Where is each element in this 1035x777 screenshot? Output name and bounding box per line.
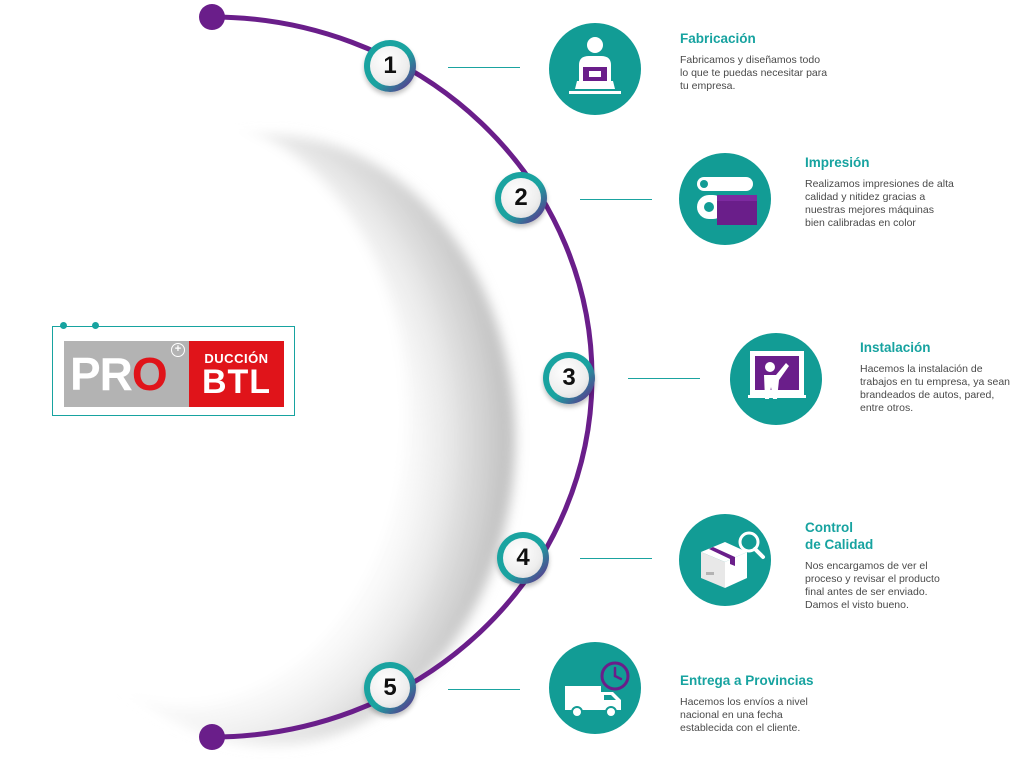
delivery-truck-icon xyxy=(549,642,641,734)
connector-line xyxy=(448,67,520,68)
step-description: Realizamos impresiones de alta calidad y… xyxy=(805,178,954,229)
step-number-1: 1 xyxy=(364,40,416,92)
box-inspection-icon xyxy=(679,514,771,606)
step-title: Control de Calidad xyxy=(805,520,874,552)
step-description: Fabricamos y diseñamos todo lo que te pu… xyxy=(680,54,828,92)
step-title: Fabricación xyxy=(680,31,756,46)
logo-pro-text: PRO xyxy=(64,341,189,407)
step-number-3: 3 xyxy=(543,352,595,404)
brand-logo: PRO + DUCCIÓN BTL xyxy=(52,322,295,416)
timeline-start-dot xyxy=(199,4,225,30)
step-info-4: Control de Calidad Nos encargamos de ver… xyxy=(805,519,980,612)
printer-roll-icon xyxy=(679,153,771,245)
step-description: Nos encargamos de ver el proceso y revis… xyxy=(805,560,940,611)
step-title: Instalación xyxy=(860,340,931,355)
step-number-4: 4 xyxy=(497,532,549,584)
connector-line xyxy=(580,199,652,200)
step-number-label: 5 xyxy=(370,668,410,708)
step-info-5: Entrega a Provincias Hacemos los envíos … xyxy=(680,672,855,735)
installer-icon xyxy=(730,333,822,425)
step-info-2: Impresión Realizamos impresiones de alta… xyxy=(805,154,980,230)
timeline-end-dot xyxy=(199,724,225,750)
logo-plus-icon: + xyxy=(171,343,185,357)
step-description: Hacemos la instalación de trabajos en tu… xyxy=(860,363,1011,414)
step-number-2: 2 xyxy=(495,172,547,224)
step-description: Hacemos los envíos a nivel nacional en u… xyxy=(680,696,808,734)
step-title: Entrega a Provincias xyxy=(680,673,814,688)
step-number-label: 2 xyxy=(501,178,541,218)
logo-frame xyxy=(52,326,295,416)
connector-line xyxy=(628,378,700,379)
step-number-label: 3 xyxy=(549,358,589,398)
logo-pro-o: O xyxy=(131,348,168,400)
step-number-5: 5 xyxy=(364,662,416,714)
connector-line xyxy=(448,689,520,690)
connector-line xyxy=(580,558,652,559)
logo-dot xyxy=(60,322,67,329)
step-number-label: 4 xyxy=(503,538,543,578)
logo-btl-block: DUCCIÓN BTL xyxy=(189,341,284,407)
step-info-3: Instalación Hacemos la instalación de tr… xyxy=(860,339,1035,415)
background-disc xyxy=(0,115,405,705)
logo-btl-text: BTL xyxy=(201,363,272,401)
step-number-label: 1 xyxy=(370,46,410,86)
logo-dot xyxy=(92,322,99,329)
logo-pro-letters: PR xyxy=(70,348,133,400)
logo-duccion-text: DUCCIÓN xyxy=(204,351,269,366)
step-info-1: Fabricación Fabricamos y diseñamos todo … xyxy=(680,30,855,93)
step-title: Impresión xyxy=(805,155,870,170)
craftsman-icon xyxy=(549,23,641,115)
